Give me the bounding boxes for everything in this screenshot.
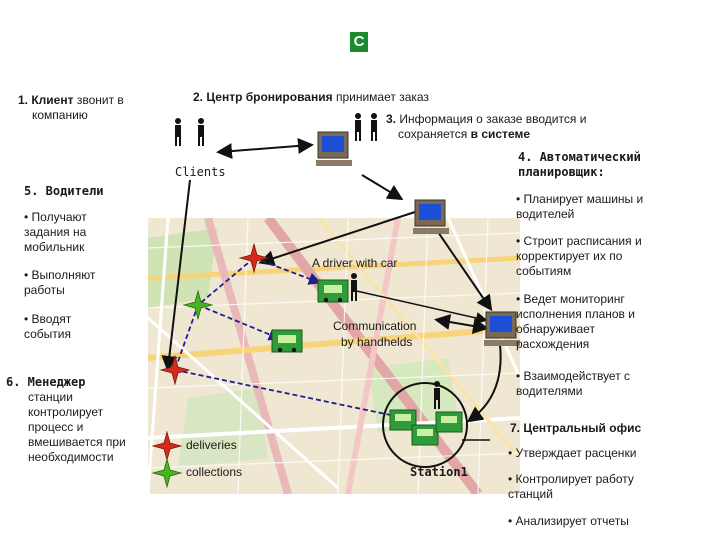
step2-text: 2. Центр бронирования принимает заказ bbox=[193, 90, 429, 104]
step7-bullet-1: • Утверждает расценки bbox=[508, 446, 637, 460]
step7-bullet-3: • Анализирует отчеты bbox=[508, 514, 629, 528]
step1-text-line2: компанию bbox=[32, 108, 88, 122]
arrow-clients-booking bbox=[216, 137, 314, 160]
arrow-monitor-station bbox=[466, 344, 502, 423]
step1-text: 1. Клиент звонит в bbox=[18, 93, 124, 107]
route-dashed-2 bbox=[253, 257, 322, 285]
computer-icon bbox=[484, 311, 520, 346]
driver-label: A driver with car bbox=[312, 256, 398, 270]
header-badge: С bbox=[350, 32, 368, 52]
station-car-icon bbox=[435, 411, 463, 433]
person-icon bbox=[198, 118, 204, 146]
communication-label-line2: by handhelds bbox=[341, 335, 413, 349]
arrow-comm-monitor bbox=[434, 314, 489, 334]
person-icon bbox=[434, 381, 440, 409]
arrow-planner-drivers bbox=[258, 211, 416, 266]
arrow-driver-monitor bbox=[351, 289, 488, 324]
step5-title: 5. Водители bbox=[24, 184, 104, 198]
step7-title: 7. Центральный офис bbox=[510, 421, 642, 435]
delivery-star-icon bbox=[159, 354, 191, 386]
delivery-legend-star-icon bbox=[151, 430, 183, 462]
station-car-icon bbox=[389, 409, 417, 431]
step3-text-line2: сохраняется в системе bbox=[398, 127, 531, 141]
route-dashed-3 bbox=[197, 304, 282, 341]
communication-label: Communication bbox=[333, 319, 417, 333]
computer-icon bbox=[316, 131, 352, 166]
collections-label: collections bbox=[186, 465, 243, 479]
arrow-booking-planner bbox=[361, 174, 404, 201]
person-icon bbox=[355, 113, 361, 141]
person-icon bbox=[351, 273, 357, 301]
station-circle bbox=[382, 382, 468, 468]
collection-legend-star-icon bbox=[151, 457, 183, 489]
person-icon bbox=[175, 118, 181, 146]
collection-star-icon bbox=[182, 289, 214, 321]
deliveries-label: deliveries bbox=[186, 438, 237, 452]
handheld-car-icon bbox=[271, 329, 303, 353]
step4-title: 4. Автоматический bbox=[518, 150, 641, 164]
route-dashed-4 bbox=[174, 369, 409, 423]
step4-title-line2: планировщик: bbox=[518, 165, 605, 179]
clients-label: Clients bbox=[175, 165, 226, 179]
step6-title: 6. Менеджер bbox=[6, 375, 86, 389]
station-car-icon bbox=[411, 424, 439, 446]
arrow-planner-monitor bbox=[437, 231, 493, 312]
route-dashed bbox=[174, 257, 255, 371]
station-label: Station1 bbox=[410, 465, 468, 479]
driver-car-icon bbox=[317, 279, 349, 303]
arrow-clients-drivers bbox=[161, 179, 191, 372]
person-icon bbox=[371, 113, 377, 141]
delivery-star-icon bbox=[238, 242, 270, 274]
computer-icon bbox=[413, 199, 449, 234]
step3-text: 3. Информация о заказе вводится и bbox=[386, 112, 587, 126]
